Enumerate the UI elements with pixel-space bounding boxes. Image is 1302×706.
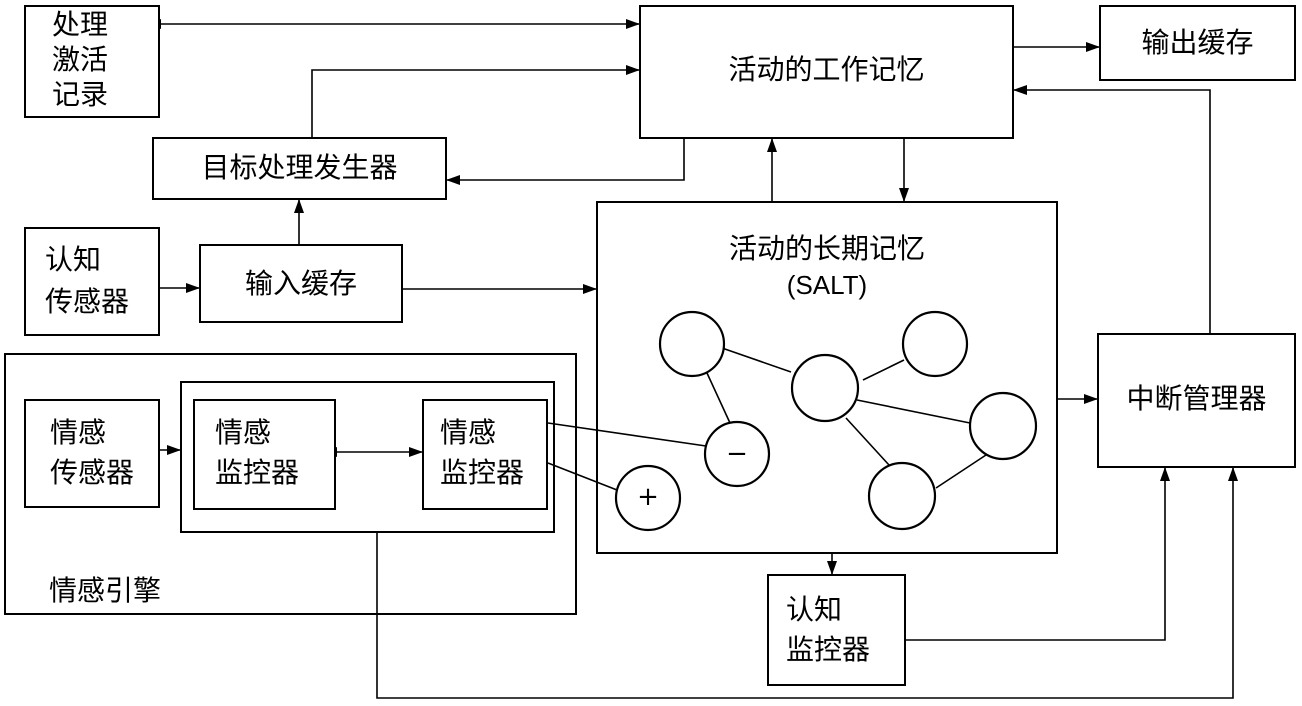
emotion-monitor-1-box (193, 399, 336, 510)
salt-circle (658, 310, 726, 378)
emotion-engine-box (4, 353, 577, 615)
output-buffer-label: 输出缓存 (1141, 26, 1254, 59)
salt-circle (867, 461, 937, 531)
emotion-sensor-label: 情感 传感器 (50, 416, 135, 489)
processing-activation-record-label: 处理 激活 记录 (52, 8, 109, 111)
salt-circle-plus (614, 464, 682, 532)
edge-workingmemory-goalgen (446, 139, 685, 185)
salt-circle (790, 353, 860, 423)
salt-circle (968, 391, 1038, 461)
input-buffer-label: 输入缓存 (244, 267, 357, 300)
active-long-term-memory-box (596, 201, 1058, 554)
edge-goalgen-workingmemory (311, 65, 640, 137)
salt-link (706, 372, 731, 424)
salt-link (862, 359, 905, 381)
emotion-monitors-container (180, 381, 555, 533)
edge-monitor2-plus (547, 462, 618, 491)
active-long-term-memory-label: 活动的长期记忆 (728, 232, 925, 265)
salt-circle-minus (703, 420, 771, 488)
edge-cogmonitor-interrupt (906, 467, 1170, 641)
plus-symbol: + (637, 482, 659, 512)
cognitive-monitor-box (767, 574, 906, 686)
emotion-sensor-box (24, 399, 160, 508)
salt-link (845, 417, 890, 466)
edge-monitor2-minus (547, 422, 707, 447)
emotion-monitor-2-box (422, 399, 548, 510)
interrupt-manager-label: 中断管理器 (1126, 382, 1267, 415)
active-working-memory-box (639, 5, 1014, 139)
goal-process-generator-label: 目标处理发生器 (201, 151, 398, 184)
cognitive-sensor-box (24, 227, 160, 336)
cognitive-monitor-label: 认知 监控器 (786, 593, 871, 666)
emotion-monitor-1-label: 情感 监控器 (215, 416, 300, 489)
minus-symbol: − (726, 439, 748, 469)
input-buffer-box (199, 244, 403, 323)
output-buffer-box (1099, 5, 1296, 81)
salt-circle (901, 310, 969, 378)
processing-activation-record-box (24, 5, 160, 118)
active-working-memory-label: 活动的工作记忆 (728, 53, 925, 86)
goal-process-generator-box (152, 137, 447, 200)
cognitive-sensor-label: 认知 传感器 (45, 243, 130, 318)
salt-link (721, 347, 792, 373)
salt-link (935, 454, 987, 489)
edge-emotion-interrupt (376, 467, 1238, 699)
emotion-monitor-2-label: 情感 监控器 (440, 416, 525, 489)
edge-interrupt-workingmemory (1013, 85, 1211, 333)
salt-link (856, 399, 971, 424)
interrupt-manager-box (1097, 333, 1296, 468)
emotion-engine-label: 情感引擎 (49, 574, 162, 607)
salt-sublabel: (SALT) (786, 270, 868, 300)
